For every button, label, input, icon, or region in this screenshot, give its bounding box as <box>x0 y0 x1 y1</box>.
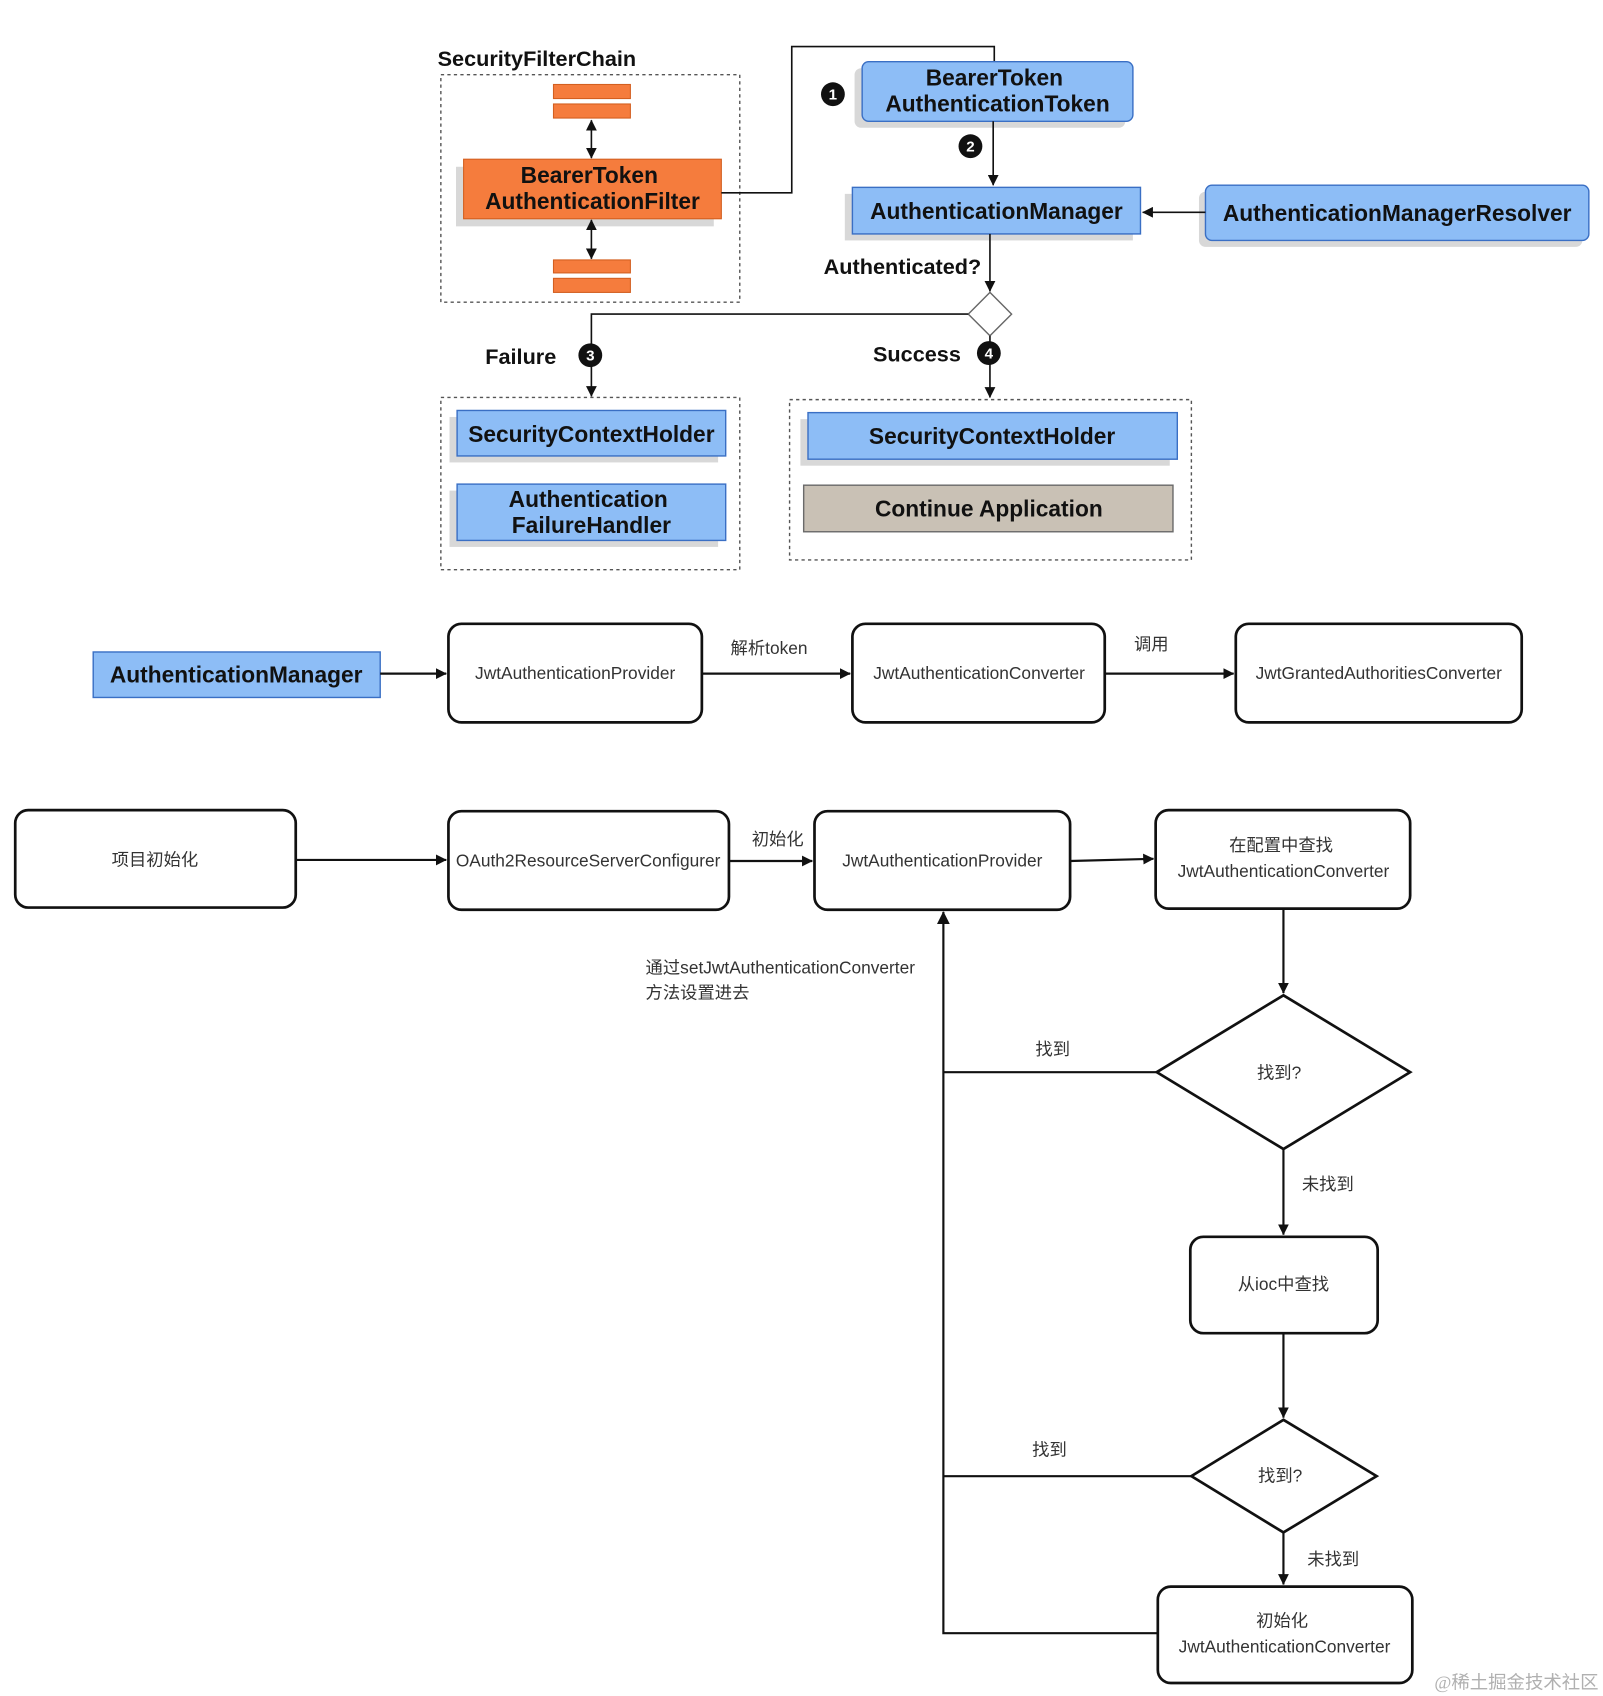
found-2-label: 找到 <box>1032 1440 1067 1460</box>
step-badge-4-number: 4 <box>985 345 994 362</box>
filter-bar-top-1 <box>552 83 631 100</box>
lookup-ioc-label: 从ioc中查找 <box>1238 1274 1329 1294</box>
success-security-context-holder <box>807 411 1179 460</box>
chain-authorities-converter-label: JwtGrantedAuthoritiesConverter <box>1256 663 1503 683</box>
provider-chain: AuthenticationManager JwtAuthenticationP… <box>92 622 1524 724</box>
chain-jwt-granted-authorities-converter <box>1234 622 1524 724</box>
failure-handler-label: Authentication FailureHandler <box>509 486 674 538</box>
failure-security-context-holder <box>456 409 727 457</box>
return-to-provider-arrow <box>936 911 1158 1635</box>
init-jwt-provider-label: JwtAuthenticationProvider <box>842 850 1042 870</box>
invoke-label: 调用 <box>1134 634 1169 654</box>
filter-bar-bottom-2 <box>552 277 631 293</box>
step-badge-2: 2 <box>958 134 983 159</box>
create-converter-label: 初始化 JwtAuthenticationConverter <box>1179 1611 1391 1657</box>
project-init-label: 项目初始化 <box>112 849 199 869</box>
filter-bar-top-2 <box>552 103 631 119</box>
found-1-label: 找到 <box>1035 1039 1070 1059</box>
continue-application <box>802 484 1174 533</box>
not-found-1-label: 未找到 <box>1302 1174 1354 1194</box>
step-badge-1-number: 1 <box>829 87 837 104</box>
lookup-config-label: 在配置中查找 JwtAuthenticationConverter <box>1178 835 1390 881</box>
failure-handler-line2: FailureHandler <box>512 512 671 538</box>
authenticated-question-label: Authenticated? <box>824 254 982 279</box>
success-group-frame <box>788 398 1193 561</box>
setter-note: 通过setJwtAuthenticationConverter 方法设置进去 <box>646 958 920 1003</box>
failure-label: Failure <box>485 344 556 369</box>
step-badge-2-number: 2 <box>966 139 974 156</box>
success-label: Success <box>873 342 961 367</box>
chain-provider-label: JwtAuthenticationProvider <box>475 663 675 683</box>
bearer-token-authentication-filter <box>463 158 722 220</box>
filter-label-line1: BearerToken <box>521 162 658 188</box>
filter-label-line2: AuthenticationFilter <box>485 188 700 214</box>
security-filter-chain-frame <box>440 74 741 303</box>
step-badge-1-circle <box>820 82 845 107</box>
step-badge-3-circle <box>578 343 603 368</box>
init-flowchart: 项目初始化 OAuth2ResourceServerConfigurer 初始化… <box>13 808 1414 1685</box>
oauth2-configurer-label: OAuth2ResourceServerConfigurer <box>456 850 721 870</box>
filter-to-token-connector <box>721 45 996 194</box>
security-filter-chain-title: SecurityFilterChain <box>438 46 637 71</box>
found-decision-1-label: 找到? <box>1257 1063 1301 1083</box>
security-filter-chain: SecurityFilterChain BearerToken Authenti… <box>438 46 741 303</box>
parse-token-label: 解析token <box>731 638 808 658</box>
bearer-token-authentication-filter-label: BearerToken AuthenticationFilter <box>485 162 700 214</box>
failure-holder-label: SecurityContextHolder <box>468 421 714 447</box>
found-decision-2-label: 找到? <box>1258 1466 1302 1486</box>
chain-jwt-authentication-converter <box>851 622 1107 724</box>
authentication-manager-resolver: AuthenticationManagerResolver <box>1198 184 1590 247</box>
chain-converter-label: JwtAuthenticationConverter <box>873 663 1085 683</box>
token-label: BearerToken AuthenticationToken <box>885 65 1109 117</box>
token-label-line1: BearerToken <box>926 65 1063 91</box>
chain-manager-label: AuthenticationManager <box>110 661 363 687</box>
authentication-failure-handler <box>456 483 727 542</box>
step-badge-3: 3 <box>578 343 603 368</box>
step-badge-4-circle <box>976 341 1001 365</box>
create-converter-line1: 初始化 <box>1256 1611 1308 1631</box>
initialize-label: 初始化 <box>752 829 804 849</box>
token-box <box>861 61 1134 123</box>
success-group: SecurityContextHolder Continue Applicati… <box>788 398 1193 561</box>
failure-handler-line1: Authentication <box>509 486 668 512</box>
watermark: @稀土掘金技术社区 <box>1434 1672 1598 1692</box>
failure-group-frame <box>440 396 741 571</box>
setter-note-line1: 通过setJwtAuthenticationConverter <box>646 958 916 978</box>
authentication-manager: AuthenticationManager <box>844 186 1142 241</box>
manager-label: AuthenticationManager <box>870 198 1123 224</box>
setter-note-line2: 方法设置进去 <box>646 983 750 1003</box>
bearer-token-authentication-token: BearerToken AuthenticationToken <box>854 61 1134 128</box>
lookup-config-node <box>1154 808 1412 911</box>
step-badge-4: 4 <box>976 341 1001 365</box>
failure-branch-arrow <box>585 313 969 397</box>
manager-box <box>851 186 1142 235</box>
create-converter-line2: JwtAuthenticationConverter <box>1179 1637 1391 1657</box>
filter-bar-bottom-1 <box>552 259 631 274</box>
step-badge-1: 1 <box>820 82 845 107</box>
provider-to-lookup-arrow <box>1070 853 1155 865</box>
continue-application-label: Continue Application <box>875 496 1103 522</box>
authenticated-decision-diamond <box>967 291 1013 337</box>
step-badge-3-number: 3 <box>586 348 594 365</box>
resolver-label: AuthenticationManagerResolver <box>1223 200 1572 226</box>
not-found-2-label: 未找到 <box>1307 1549 1359 1569</box>
success-holder-label: SecurityContextHolder <box>869 423 1115 449</box>
step-badge-2-circle <box>958 134 983 159</box>
lookup-config-line1: 在配置中查找 <box>1229 835 1333 855</box>
create-converter-node <box>1156 1585 1414 1685</box>
token-label-line2: AuthenticationToken <box>885 91 1109 117</box>
failure-group: SecurityContextHolder Authentication Fai… <box>440 396 741 571</box>
lookup-config-line2: JwtAuthenticationConverter <box>1178 861 1390 881</box>
